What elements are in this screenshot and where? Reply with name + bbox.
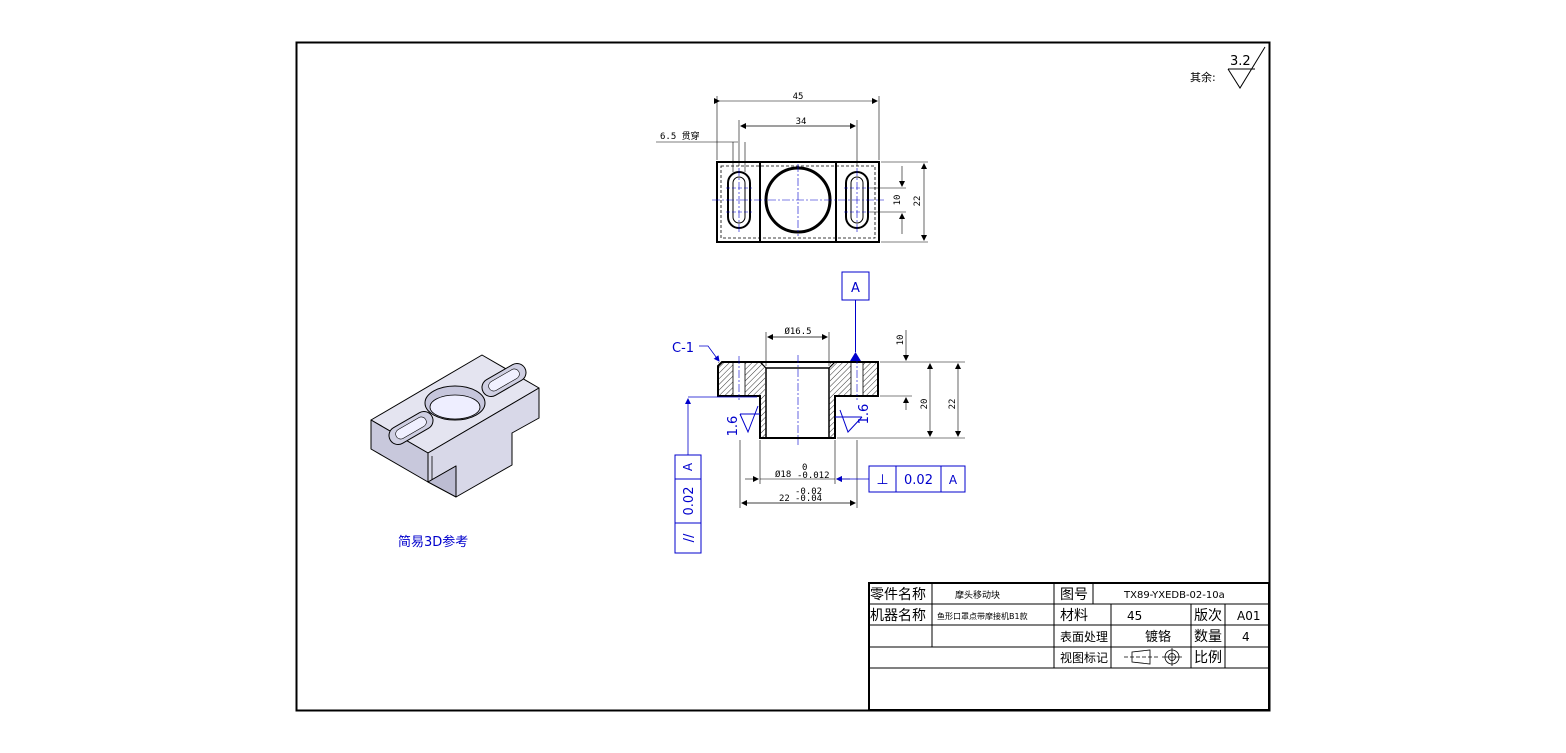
tb-version-label: 版次 [1194, 608, 1222, 624]
tb-view-mark-label: 视图标记 [1060, 650, 1108, 665]
tb-qty-label: 数量 [1194, 629, 1222, 645]
tb-scale-label: 比例 [1194, 650, 1222, 666]
dim-bottom-width: 22 [779, 494, 790, 504]
chamfer-label: C-1 [672, 341, 694, 356]
top-view: 45 34 6.5 贯穿 10 22 [656, 92, 928, 243]
surface-finish-prefix: 其余: [1190, 70, 1216, 84]
dim-boss-dia: Ø18 [775, 469, 791, 480]
iso-view [370, 354, 540, 498]
dim-boss-tol-lower: -0.012 [797, 471, 830, 481]
parallel-datum: A [681, 462, 695, 471]
datum-a-label: A [851, 281, 860, 296]
tb-material-label: 材料 [1060, 608, 1088, 624]
iso-caption: 简易3D参考 [398, 534, 468, 550]
tb-part-name-label: 零件名称 [870, 587, 926, 603]
dim-overall-height: 22 [913, 196, 923, 207]
perp-datum: A [949, 473, 958, 487]
tb-qty-value: 4 [1242, 630, 1250, 644]
tb-surface-value: 镀铬 [1145, 629, 1171, 645]
parallel-symbol: // [682, 533, 697, 542]
tb-machine-name-value: 鱼形口罩点带摩接机B1款 [937, 611, 1028, 621]
dim-boss-tol-upper: 0 [802, 463, 807, 473]
section-view: A C-1 Ø16.5 10 20 22 1.6 1.6 [672, 271, 966, 554]
parallel-value: 0.02 [682, 487, 697, 516]
dim-hole-note: 6.5 贯穿 [660, 130, 700, 142]
dim-total-height: 22 [948, 399, 958, 410]
title-block [868, 582, 1270, 711]
sheet-border [295, 41, 1271, 712]
tb-part-name-value: 摩头移动块 [955, 589, 1000, 601]
tb-drawing-no-value: TX89-YXEDB-02-10a [1123, 590, 1225, 601]
tb-surface-label: 表面处理 [1060, 630, 1108, 644]
dim-overall-width: 45 [793, 92, 804, 102]
tb-drawing-no-label: 图号 [1060, 587, 1088, 603]
dim-bottom-tol-upper: -0.02 [795, 487, 822, 497]
roughness-left: 1.6 [726, 416, 741, 437]
tb-version-value: A01 [1237, 609, 1260, 623]
surface-finish-value: 3.2 [1230, 54, 1251, 69]
perp-value: 0.02 [904, 473, 933, 488]
dim-top-height: 10 [896, 335, 906, 346]
roughness-right: 1.6 [857, 404, 872, 425]
projection-symbol-icon [1124, 648, 1182, 666]
dim-bottom-tol-lower: -0.04 [795, 494, 822, 504]
tb-material-value: 45 [1127, 609, 1142, 623]
perp-symbol: ⊥ [876, 472, 888, 488]
tb-machine-name-label: 机器名称 [870, 608, 926, 624]
surface-finish-mark: 其余: 3.2 [1190, 46, 1266, 89]
dim-bore-dia: Ø16.5 [784, 326, 811, 337]
dim-inner-height: 10 [893, 195, 903, 206]
dim-mid-height: 20 [920, 399, 930, 410]
dim-slot-spacing: 34 [796, 117, 807, 127]
